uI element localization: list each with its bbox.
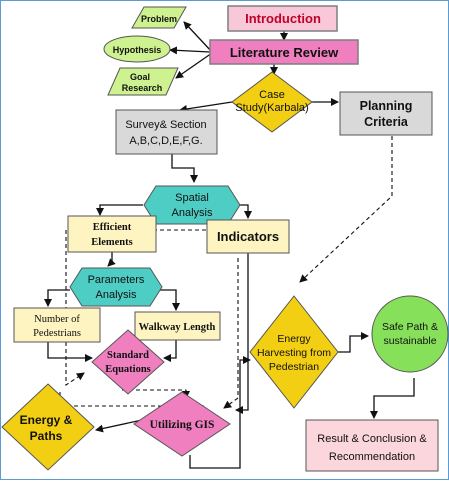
- safe-path-line2: sustainable: [383, 335, 436, 347]
- arrow-gis-to-harvesting: [189, 356, 251, 469]
- energy-harvesting-diamond: Energy Harvesting from Pedestrian: [249, 295, 339, 409]
- arrow-to-goal: [175, 52, 213, 79]
- energy-paths-line2: Paths: [30, 429, 63, 443]
- result-conclusion-box: Result & Conclusion & Recommendation: [305, 419, 439, 472]
- literature-review-box: Literature Review: [209, 39, 359, 65]
- utilizing-gis-diamond: Utilizing GIS: [133, 391, 231, 457]
- number-line2: Pedestrians: [33, 328, 81, 339]
- dashed-planning-to-harvesting: [299, 136, 393, 283]
- number-of-pedestrians-box: Number of Pedestrians: [13, 307, 101, 343]
- energy-paths-line1: Energy &: [20, 413, 73, 427]
- equations-line1: Standard: [107, 350, 149, 361]
- arrow-survey-to-spatial: [171, 154, 198, 183]
- case-study-diamond: Case Study(Karbala): [231, 71, 313, 133]
- goal-label-line1: Goal: [130, 72, 150, 82]
- efficient-elements-box: Efficient Elements: [67, 215, 157, 253]
- indicators-label: Indicators: [217, 229, 279, 244]
- arrow-efficient-to-parameters: [107, 252, 116, 267]
- safe-path-line1: Safe Path &: [382, 321, 438, 333]
- result-line2: Recommendation: [329, 451, 415, 463]
- problem-label: Problem: [141, 14, 177, 24]
- goal-research-shape: Goal Research: [107, 67, 179, 96]
- walkway-label: Walkway Length: [139, 322, 216, 333]
- introduction-label: Introduction: [245, 11, 321, 26]
- efficient-line1: Efficient: [93, 222, 132, 233]
- survey-section-box: Survey& Section A,B,C,D,E,F,G.: [115, 109, 218, 155]
- arrow-number-to-equations: [47, 342, 93, 362]
- arrow-to-problem: [183, 21, 213, 53]
- arrow-case-to-survey: [179, 101, 233, 113]
- survey-line1: Survey& Section: [125, 119, 206, 131]
- arrow-spatial-to-efficient: [96, 204, 143, 216]
- survey-line2: A,B,C,D,E,F,G.: [129, 135, 202, 147]
- energy-paths-diamond: Energy & Paths: [1, 383, 95, 471]
- arrow-params-to-number: [44, 289, 70, 307]
- parameters-line1: Parameters: [88, 274, 145, 286]
- spatial-line1: Spatial: [175, 192, 209, 204]
- literature-review-label: Literature Review: [230, 45, 339, 60]
- result-line1: Result & Conclusion &: [317, 433, 427, 445]
- arrow-safe-to-result: [370, 378, 415, 419]
- planning-criteria-line1: Planning: [360, 99, 413, 113]
- indicators-box: Indicators: [206, 219, 290, 254]
- number-line1: Number of: [34, 314, 80, 325]
- spatial-line2: Analysis: [172, 207, 213, 219]
- dashed-indicators-to-gis: [223, 258, 239, 409]
- case-study-line2: Study(Karbala): [235, 102, 308, 114]
- case-study-line1: Case: [259, 89, 285, 101]
- arrow-harvesting-to-safe: [336, 332, 369, 353]
- harvesting-line2: Harvesting from: [257, 347, 331, 359]
- hypothesis-label: Hypothesis: [113, 45, 162, 55]
- goal-label-line2: Research: [122, 83, 163, 93]
- arrow-gis-to-energy: [95, 419, 143, 433]
- dashed-equations-to-gis: [122, 389, 190, 399]
- hypothesis-shape: Hypothesis: [103, 35, 171, 63]
- standard-equations-diamond: Standard Equations: [91, 329, 165, 395]
- planning-criteria-line2: Criteria: [364, 115, 409, 129]
- arrow-walkway-to-equations: [163, 340, 177, 362]
- safe-path-circle: Safe Path & sustainable: [371, 295, 449, 373]
- parameters-analysis-hexagon: Parameters Analysis: [69, 267, 163, 307]
- planning-criteria-box: Planning Criteria: [339, 91, 433, 136]
- arrow-spatial-to-indicators: [238, 204, 252, 219]
- spatial-analysis-hexagon: Spatial Analysis: [143, 185, 241, 225]
- arrow-to-hypothesis: [169, 46, 211, 55]
- harvesting-line3: Pedestrian: [269, 361, 319, 373]
- parameters-line2: Analysis: [96, 289, 137, 301]
- walkway-length-box: Walkway Length: [134, 311, 221, 341]
- introduction-box: Introduction: [227, 5, 338, 32]
- equations-line2: Equations: [105, 364, 151, 375]
- efficient-line2: Elements: [91, 237, 132, 248]
- harvesting-line1: Energy: [277, 333, 311, 345]
- problem-shape: Problem: [131, 6, 187, 29]
- gis-label: Utilizing GIS: [150, 419, 215, 431]
